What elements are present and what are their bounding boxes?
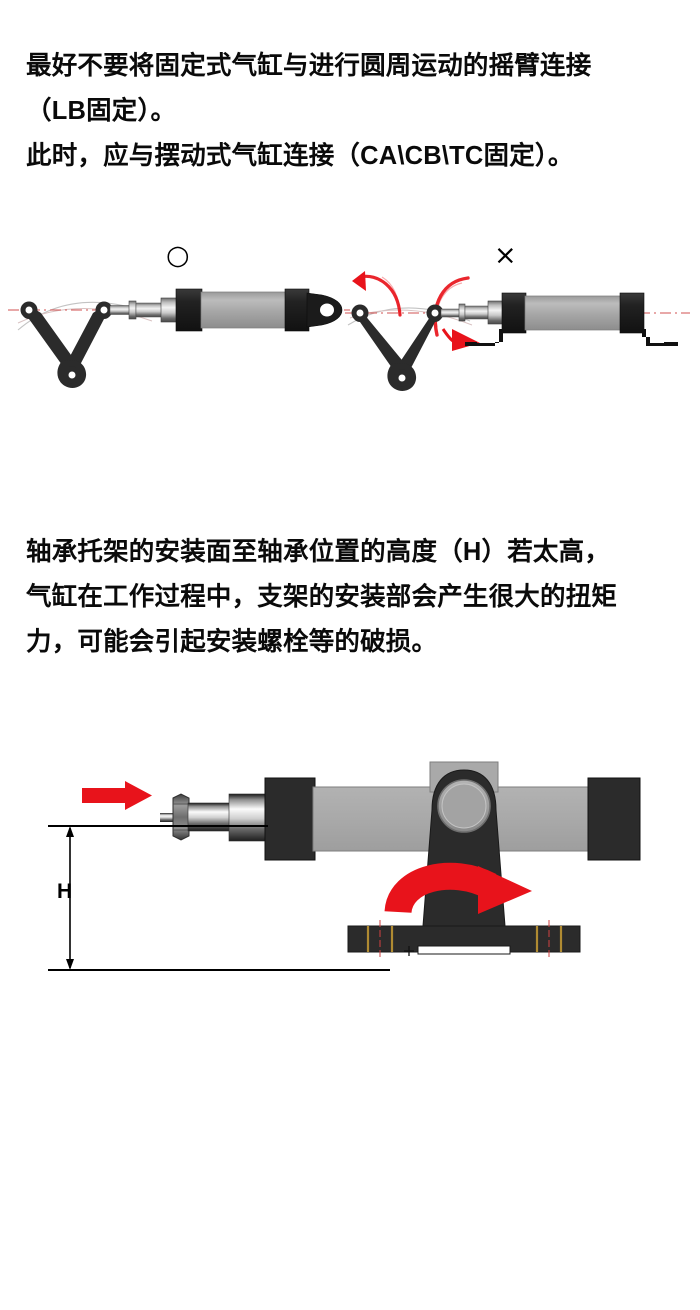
foot-mount-rear-plate-ng — [664, 342, 678, 346]
piston-rod-thick — [228, 793, 268, 842]
h-dimension-label: H — [57, 880, 73, 903]
cylinder-barrel-ok — [200, 291, 287, 329]
cylinder-barrel-ng — [524, 295, 622, 331]
rotation-arrow-right-tail-ng — [441, 328, 454, 343]
force-arrow-head — [125, 781, 152, 810]
piston-rod-thick-ok — [135, 302, 163, 318]
height-text-line-1: 轴承托架的安装面至轴承位置的高度（H）若太高， — [26, 538, 611, 566]
cylinder-rear-cap-ng — [619, 292, 645, 334]
rocker-arm-figure — [0, 225, 700, 405]
intro-text-block: 最好不要将固定式气缸与进行圆周运动的摇臂连接 （LB固定）。 此时，应与摆动式气… — [26, 44, 686, 179]
rocker-arm-left-branch-ng — [353, 308, 409, 376]
rod-hex-nut — [172, 793, 190, 841]
rod-lock-nut-ng — [458, 303, 466, 322]
bracket-base-step — [417, 945, 511, 955]
height-text-line-3: 力，可能会引起安装螺栓等的破损。 — [26, 628, 438, 656]
rotation-arrow-left-arc-faint-ng — [381, 276, 401, 316]
rod-lock-nut-ok — [128, 300, 137, 320]
rod-gland-ng — [487, 300, 504, 325]
rocker-arm-left-branch-ok — [22, 305, 79, 373]
bearing-bracket-figure — [0, 700, 700, 1020]
rocker-pivot-left-hole-ok — [24, 305, 34, 315]
bearing-inner-ring — [441, 783, 487, 829]
cylinder-front-cap-ok — [175, 288, 203, 332]
piston-rod-thin-ng — [440, 308, 462, 318]
cylinder-front-cap — [264, 777, 316, 861]
height-text-line-2: 气缸在工作过程中，支架的安装部会产生很大的扭矩 — [26, 583, 618, 611]
rocker-pivot-right-hole-ok — [99, 305, 109, 315]
rotation-arrow-right-head-ng — [452, 329, 480, 351]
torque-arrow-head — [478, 866, 532, 914]
torque-arrow-arc — [384, 862, 497, 915]
rocker-arm-right-branch-ng — [394, 308, 442, 376]
datum-cross-mark — [404, 946, 414, 956]
cylinder-rear-cap-ok — [284, 288, 310, 332]
torque-arrow-group — [384, 862, 532, 915]
cylinder-rear-cap — [587, 777, 641, 861]
piston-rod-thin-ok — [109, 305, 133, 315]
foot-mount-rear-ng — [642, 329, 668, 346]
rocker-pivot-left-hole-ng — [355, 308, 365, 318]
intro-text-line-3: 此时，应与摆动式气缸连接（CA\CB\TC固定）。 — [26, 142, 574, 170]
rotation-arrow-right-arc-ng — [433, 276, 470, 337]
force-arrow-shaft — [82, 788, 128, 803]
piston-rod-thick-ng — [464, 305, 490, 320]
cylinder-front-cap-ng — [501, 292, 527, 334]
intro-text-line-2: （LB固定）。 — [26, 97, 177, 125]
rear-clevis-pivot-hole-ok — [319, 302, 335, 318]
rocker-arm-right-branch-ok — [63, 305, 111, 373]
force-arrow-group — [82, 781, 152, 810]
ok-circle-mark: ○ — [166, 240, 190, 271]
rod-tip — [160, 813, 174, 822]
foot-mount-front-ng — [475, 329, 503, 346]
rod-gland-ok — [160, 297, 178, 323]
foot-mount-front-plate-ng — [465, 342, 477, 346]
height-text-block: 轴承托架的安装面至轴承位置的高度（H）若太高， 气缸在工作过程中，支架的安装部会… — [26, 530, 686, 665]
ng-assembly-group — [345, 271, 690, 391]
dimension-arrowhead-top — [66, 826, 74, 837]
rocker-pivot-bottom-hole-ok — [67, 370, 77, 380]
rocker-pivot-right-hole-ng — [430, 308, 440, 318]
ok-assembly-group — [8, 288, 350, 388]
dimension-arrowhead-bottom — [66, 959, 74, 970]
ng-cross-mark: × — [494, 240, 517, 271]
rocker-pivot-bottom-hole-ng — [397, 373, 407, 383]
rotation-arrow-left-head-ng — [352, 271, 366, 291]
intro-text-line-1: 最好不要将固定式气缸与进行圆周运动的摇臂连接 — [26, 52, 592, 80]
